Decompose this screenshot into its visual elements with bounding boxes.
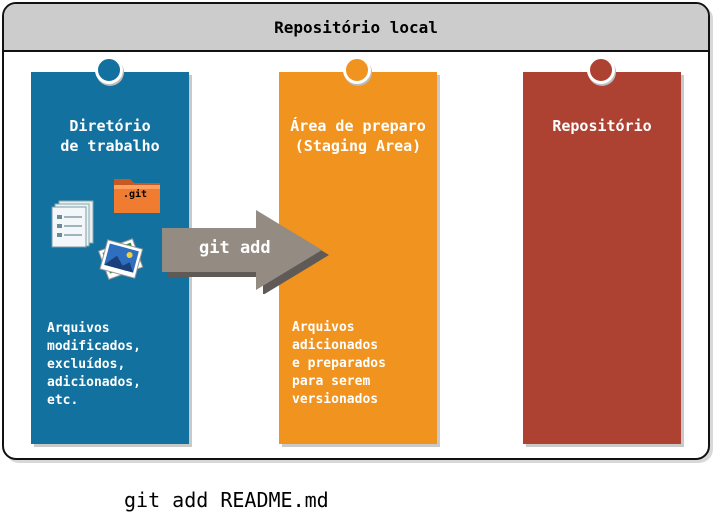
footer-command: git add README.md [124,488,329,512]
working-directory-title: Diretório de trabalho [60,117,160,155]
git-folder-label: .git [123,189,148,200]
image-stack-icon [97,238,144,280]
staging-area-column: Área de preparo (Staging Area) Arquivos … [279,56,437,444]
repository-marker [587,56,615,84]
git-folder-icon [114,179,160,213]
arrow-icon [162,210,329,294]
repository-title: Repositório [552,117,652,135]
container-title: Repositório local [4,4,708,52]
working-directory-marker [95,56,123,84]
documents-icon [51,200,94,248]
staging-area-description: Arquivos adicionados e preparados para s… [292,320,386,407]
repository-column: Repositório [523,56,681,444]
staging-area-marker [343,56,371,84]
working-directory-description: Arquivos modificados, excluídos, adicion… [47,321,141,408]
staging-area-title: Área de preparo (Staging Area) [290,117,426,155]
git-add-label: git add [199,238,271,258]
